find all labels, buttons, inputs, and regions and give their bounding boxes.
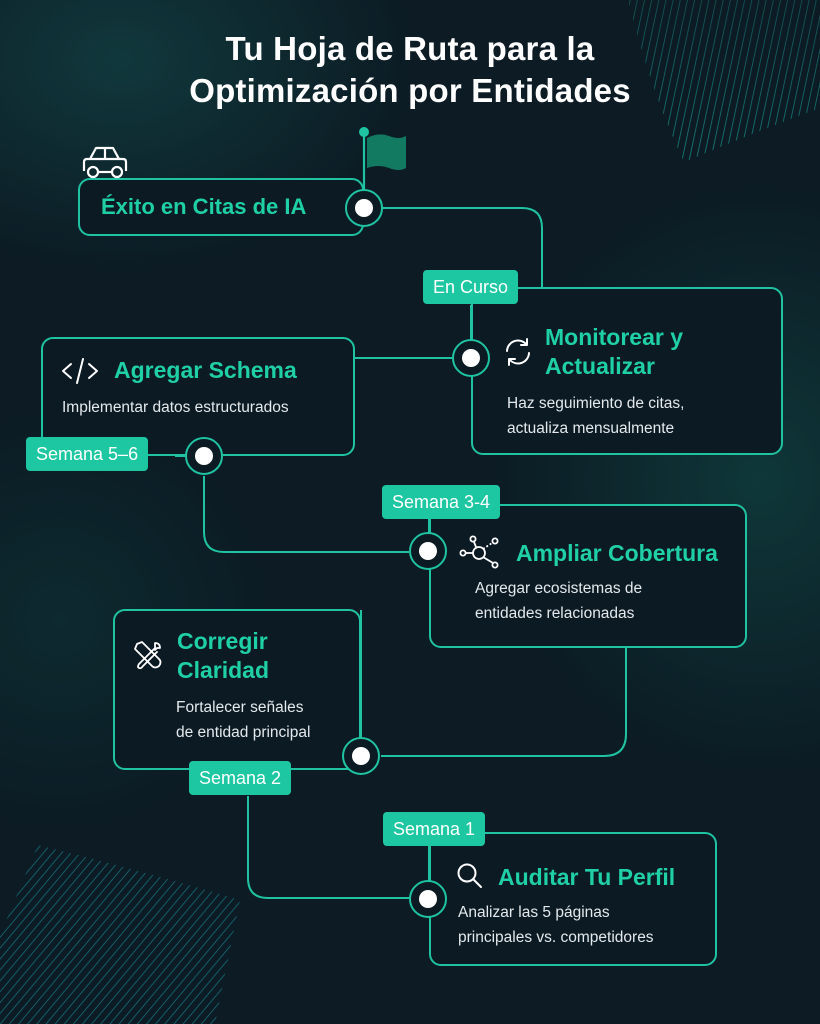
step-badge-semana-1: Semana 1 (383, 812, 486, 846)
step-description: Implementar datos estructurados (62, 399, 289, 416)
page-title: Tu Hoja de Ruta para la Optimización por… (0, 28, 820, 112)
step-desc-line-2: entidades relacionadas (475, 605, 635, 622)
step-node-monitorear (452, 339, 490, 377)
step-card-monitorear: Monitorear y Actualizar Haz seguimiento … (471, 287, 783, 455)
step-badge-en-curso: En Curso (423, 270, 519, 304)
step-title-line-2: Claridad (177, 657, 270, 683)
goal-label: Éxito en Citas de IA (101, 194, 307, 219)
step-title: Monitorear y Actualizar (545, 323, 683, 381)
network-icon (459, 535, 499, 569)
step-node-agregar-schema (185, 437, 223, 475)
title-line-2: Optimización por Entidades (189, 72, 631, 109)
goal-card: Éxito en Citas de IA (78, 178, 364, 236)
step-node-auditar-perfil (409, 880, 447, 918)
step-title-line-1: Corregir (177, 628, 268, 654)
step-node-corregir-claridad (342, 737, 380, 775)
step-badge-semana-2: Semana 2 (189, 761, 292, 795)
goal-milestone-node (345, 189, 383, 227)
step-title: Agregar Schema (114, 357, 297, 383)
step-desc-line-1: Analizar las 5 páginas (458, 904, 610, 921)
tools-icon (134, 641, 162, 670)
step-card-auditar-perfil: Auditar Tu Perfil Analizar las 5 páginas… (429, 832, 717, 966)
step-badge-semana-5-6: Semana 5–6 (26, 437, 149, 471)
step-description: Haz seguimiento de citas, actualiza mens… (507, 391, 684, 441)
step-description: Fortalecer señales de entidad principal (176, 695, 310, 745)
step-desc-line-2: actualiza mensualmente (507, 420, 675, 437)
step-desc-line-2: de entidad principal (176, 724, 311, 741)
step-desc-line-2: principales vs. competidores (458, 929, 654, 946)
step-title-line-1: Monitorear y (545, 324, 684, 350)
step-title: Corregir Claridad (177, 627, 269, 685)
step-desc-line-1: Fortalecer señales (176, 699, 304, 716)
refresh-icon (506, 338, 530, 366)
step-title-line-2: Actualizar (545, 353, 655, 379)
step-desc-line-1: Agregar ecosistemas de (475, 580, 643, 597)
step-description: Agregar ecosistemas de entidades relacio… (475, 576, 642, 626)
step-node-ampliar-cobertura (409, 532, 447, 570)
search-icon (457, 863, 482, 888)
step-badge-semana-3-4: Semana 3-4 (382, 485, 501, 519)
code-icon (62, 358, 98, 384)
step-title: Ampliar Cobertura (516, 540, 718, 566)
step-card-ampliar-cobertura: Ampliar Cobertura Agregar ecosistemas de… (429, 504, 747, 648)
step-title: Auditar Tu Perfil (498, 864, 676, 890)
title-line-1: Tu Hoja de Ruta para la (225, 30, 595, 67)
step-card-corregir-claridad: Corregir Claridad Fortalecer señales de … (113, 609, 361, 770)
step-description: Analizar las 5 páginas principales vs. c… (458, 900, 654, 950)
car-icon (82, 146, 128, 179)
step-desc-line-1: Haz seguimiento de citas, (507, 395, 685, 412)
